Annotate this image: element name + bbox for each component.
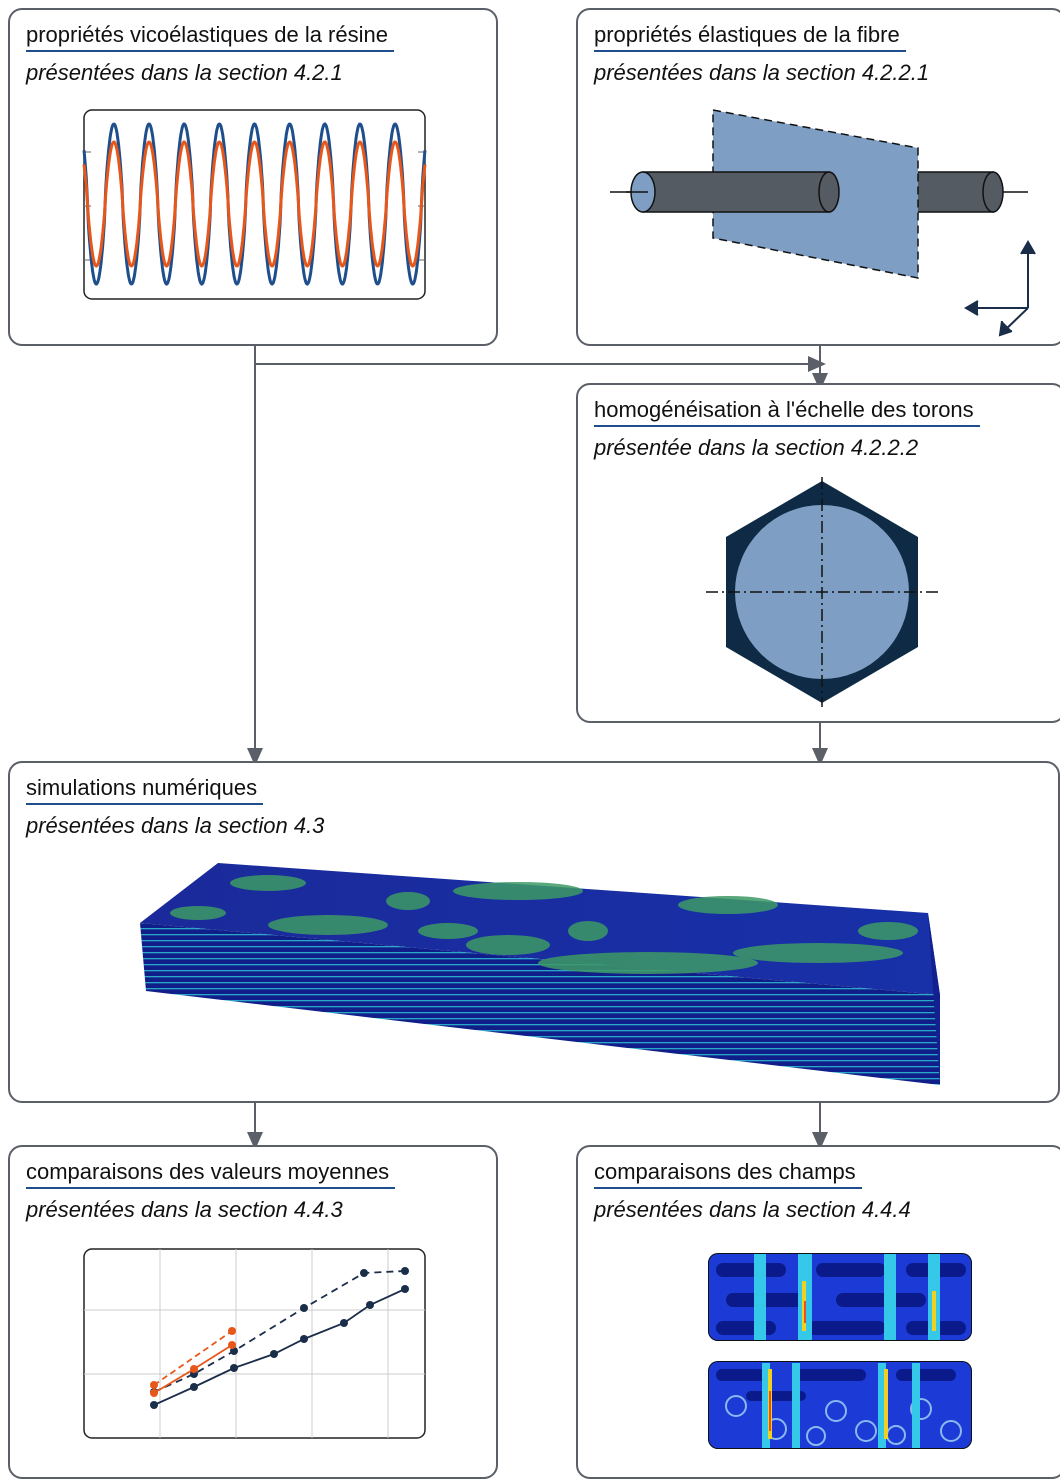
field-map-top [708, 1253, 972, 1341]
stress-signal-line [82, 140, 427, 268]
simulation-mesh-render [140, 863, 940, 1085]
series-1-point-8 [401, 1285, 409, 1293]
field-maps-illustration [708, 1253, 972, 1449]
resin-properties-box: propriétés vicoélastiques de la résine p… [8, 8, 498, 346]
series-1-point-4 [270, 1350, 278, 1358]
series-3-point-3 [228, 1341, 236, 1349]
series-2-point-4 [300, 1304, 308, 1312]
mean-values-plot [83, 1248, 426, 1439]
series-2-point-5 [360, 1269, 368, 1277]
box-subtitle: présentées dans la section 4.2.1 [26, 60, 343, 85]
field-map-bottom [708, 1361, 972, 1449]
box-title: comparaisons des valeurs moyennes [26, 1157, 396, 1189]
series-1-point-7 [366, 1301, 374, 1309]
box-title: simulations numériques [26, 773, 264, 805]
field-comparison-box: comparaisons des champs présentées dans … [576, 1145, 1060, 1479]
viscoelastic-signal-plot [82, 109, 427, 300]
series-line-1 [153, 1288, 406, 1406]
series-4-point-2 [228, 1327, 236, 1335]
series-line-2 [153, 1270, 406, 1393]
series-3-point-2 [190, 1365, 198, 1373]
box-title: propriétés élastiques de la fibre [594, 20, 906, 52]
box-subtitle: présentées dans la section 4.3 [26, 813, 325, 838]
series-line-4 [153, 1330, 233, 1386]
box-title: propriétés vicoélastiques de la résine [26, 20, 394, 52]
box-title: homogénéisation à l'échelle des torons [594, 395, 980, 427]
box-subtitle: présentées dans la section 4.2.2.1 [594, 60, 930, 85]
numerical-simulations-box: simulations numériques présentées dans l… [8, 761, 1060, 1103]
fibre-properties-box: propriétés élastiques de la fibre présen… [576, 8, 1060, 346]
series-2-point-6 [401, 1267, 409, 1275]
box-subtitle: présentées dans la section 4.4.3 [26, 1197, 343, 1222]
box-title: comparaisons des champs [594, 1157, 862, 1189]
series-1-point-5 [300, 1335, 308, 1343]
coordinate-axes-icon [964, 240, 1036, 337]
box-subtitle: présentée dans la section 4.2.2.2 [594, 435, 919, 460]
series-1-point-2 [190, 1383, 198, 1391]
series-1-point-3 [230, 1364, 238, 1372]
series-3-point-1 [150, 1389, 158, 1397]
mean-values-comparison-box: comparaisons des valeurs moyennes présen… [8, 1145, 498, 1479]
fibre-cylinder-illustration [610, 109, 1036, 337]
hexagonal-cell-illustration [706, 477, 938, 707]
series-4-point-1 [150, 1381, 158, 1389]
series-1-point-6 [340, 1319, 348, 1327]
homogenisation-box: homogénéisation à l'échelle des torons p… [576, 383, 1060, 723]
series-1-point-1 [150, 1401, 158, 1409]
box-subtitle: présentées dans la section 4.4.4 [594, 1197, 911, 1222]
